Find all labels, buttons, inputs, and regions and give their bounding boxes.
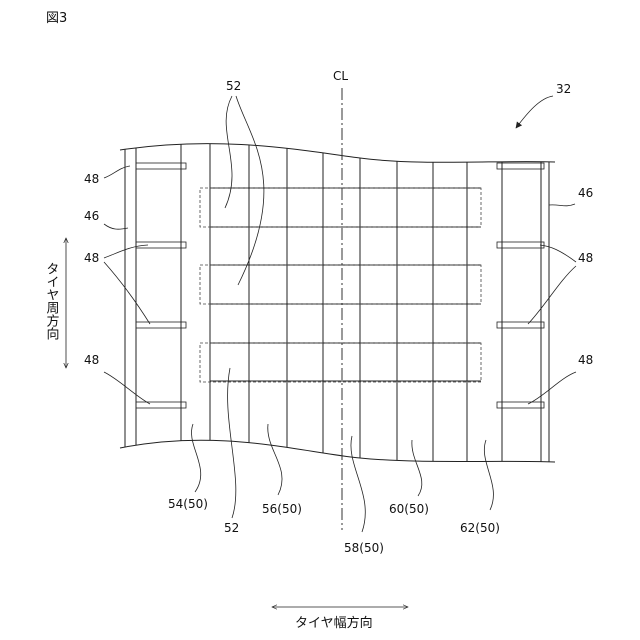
ref-32-arrow — [516, 96, 553, 128]
sipe-right — [497, 402, 544, 408]
groove-54-label: 54(50) — [168, 497, 208, 511]
sipe-right — [497, 163, 544, 169]
sipe-left — [136, 322, 186, 328]
ref-48-label: 48 — [84, 172, 99, 186]
groove-56-label: 56(50) — [262, 502, 302, 516]
sipe-right — [497, 322, 544, 328]
ref-48-label: 48 — [84, 251, 99, 265]
leader-62 — [484, 440, 493, 510]
centerline-label: CL — [333, 69, 348, 83]
leader-48 — [540, 245, 576, 262]
leader-48 — [104, 372, 150, 404]
leader-48 — [104, 166, 130, 178]
width-direction-label: タイヤ幅方向 — [295, 615, 373, 631]
sipe-right — [497, 242, 544, 248]
ref-46-right-label: 46 — [578, 186, 593, 200]
leader-58 — [351, 436, 365, 532]
tread-grid — [125, 130, 549, 470]
dashed-block-region — [200, 265, 481, 304]
sipe-left — [136, 163, 186, 169]
ref-48-right-label: 48 — [578, 251, 593, 265]
tread-top-edge — [120, 144, 555, 163]
ref-48-label: 48 — [84, 353, 99, 367]
leader-52 — [228, 368, 236, 518]
leader-52 — [236, 96, 264, 285]
leader-52 — [225, 96, 232, 208]
ref-52-top-label: 52 — [226, 79, 241, 93]
leader-56 — [268, 424, 282, 495]
leader-48 — [528, 372, 576, 404]
sipe-left — [136, 402, 186, 408]
leader-48 — [528, 266, 576, 324]
figure-label: 図3 — [46, 11, 67, 26]
tread-bottom-edge — [120, 440, 555, 462]
leader-60 — [412, 440, 422, 496]
leader-48 — [104, 262, 150, 324]
groove-60-label: 60(50) — [389, 502, 429, 516]
leader-54 — [191, 424, 200, 492]
groove-62-label: 62(50) — [460, 521, 500, 535]
leader-46 — [104, 224, 128, 229]
ref-52-bottom-label: 52 — [224, 521, 239, 535]
groove-58-label: 58(50) — [344, 541, 384, 555]
leader-48 — [104, 245, 148, 258]
leader-46 — [549, 204, 575, 206]
circumferential-direction-label: タイヤ周方向 — [44, 262, 60, 340]
ref-32-label: 32 — [556, 82, 571, 96]
dashed-block-region — [200, 343, 481, 382]
ref-46-label: 46 — [84, 209, 99, 223]
ref-48-right-label: 48 — [578, 353, 593, 367]
dashed-block-region — [200, 188, 481, 227]
